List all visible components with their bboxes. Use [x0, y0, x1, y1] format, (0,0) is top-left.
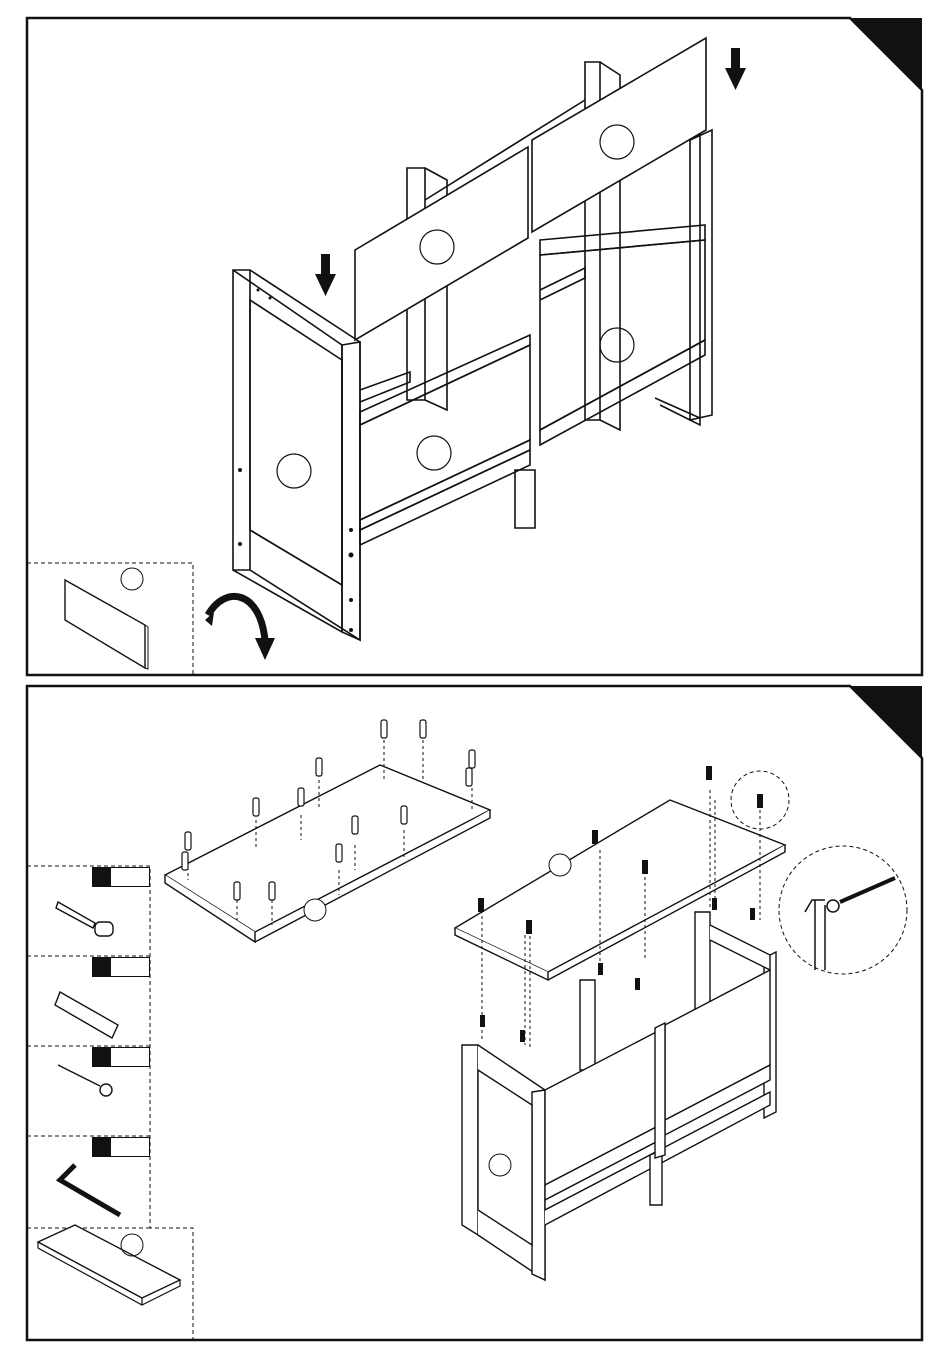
cam-dowel-icon: [56, 902, 113, 936]
part-callout-box-1: [121, 568, 143, 590]
step-2-illustration: [0, 680, 950, 1360]
step-2-corner-badge: [850, 686, 922, 758]
wood-dowel-icon: [55, 992, 118, 1038]
arrow-down-icon: [315, 254, 336, 296]
qty-label-allen-key: [92, 1137, 150, 1157]
panel-part-icon: [65, 580, 145, 668]
qty-label-cam-dowel: [92, 867, 150, 887]
part-callout-3: [600, 328, 634, 362]
allen-key-icon: [60, 1165, 120, 1215]
magnifier-detail-icon: [779, 846, 907, 974]
part-callout-4: [417, 436, 451, 470]
step-2-panel: [0, 680, 950, 1360]
qty-label-wood-dowel: [92, 957, 150, 977]
step-1-panel: [0, 0, 950, 680]
arrow-down-icon-2: [725, 48, 746, 90]
back-panel-left: [355, 147, 528, 340]
step-1-illustration: [0, 0, 950, 680]
part-callout-5: [277, 454, 311, 488]
screw-icon: [58, 1065, 112, 1096]
back-panel-right: [532, 38, 706, 232]
qty-label-screw: [92, 1047, 150, 1067]
rotate-arrow-icon: [205, 596, 275, 660]
